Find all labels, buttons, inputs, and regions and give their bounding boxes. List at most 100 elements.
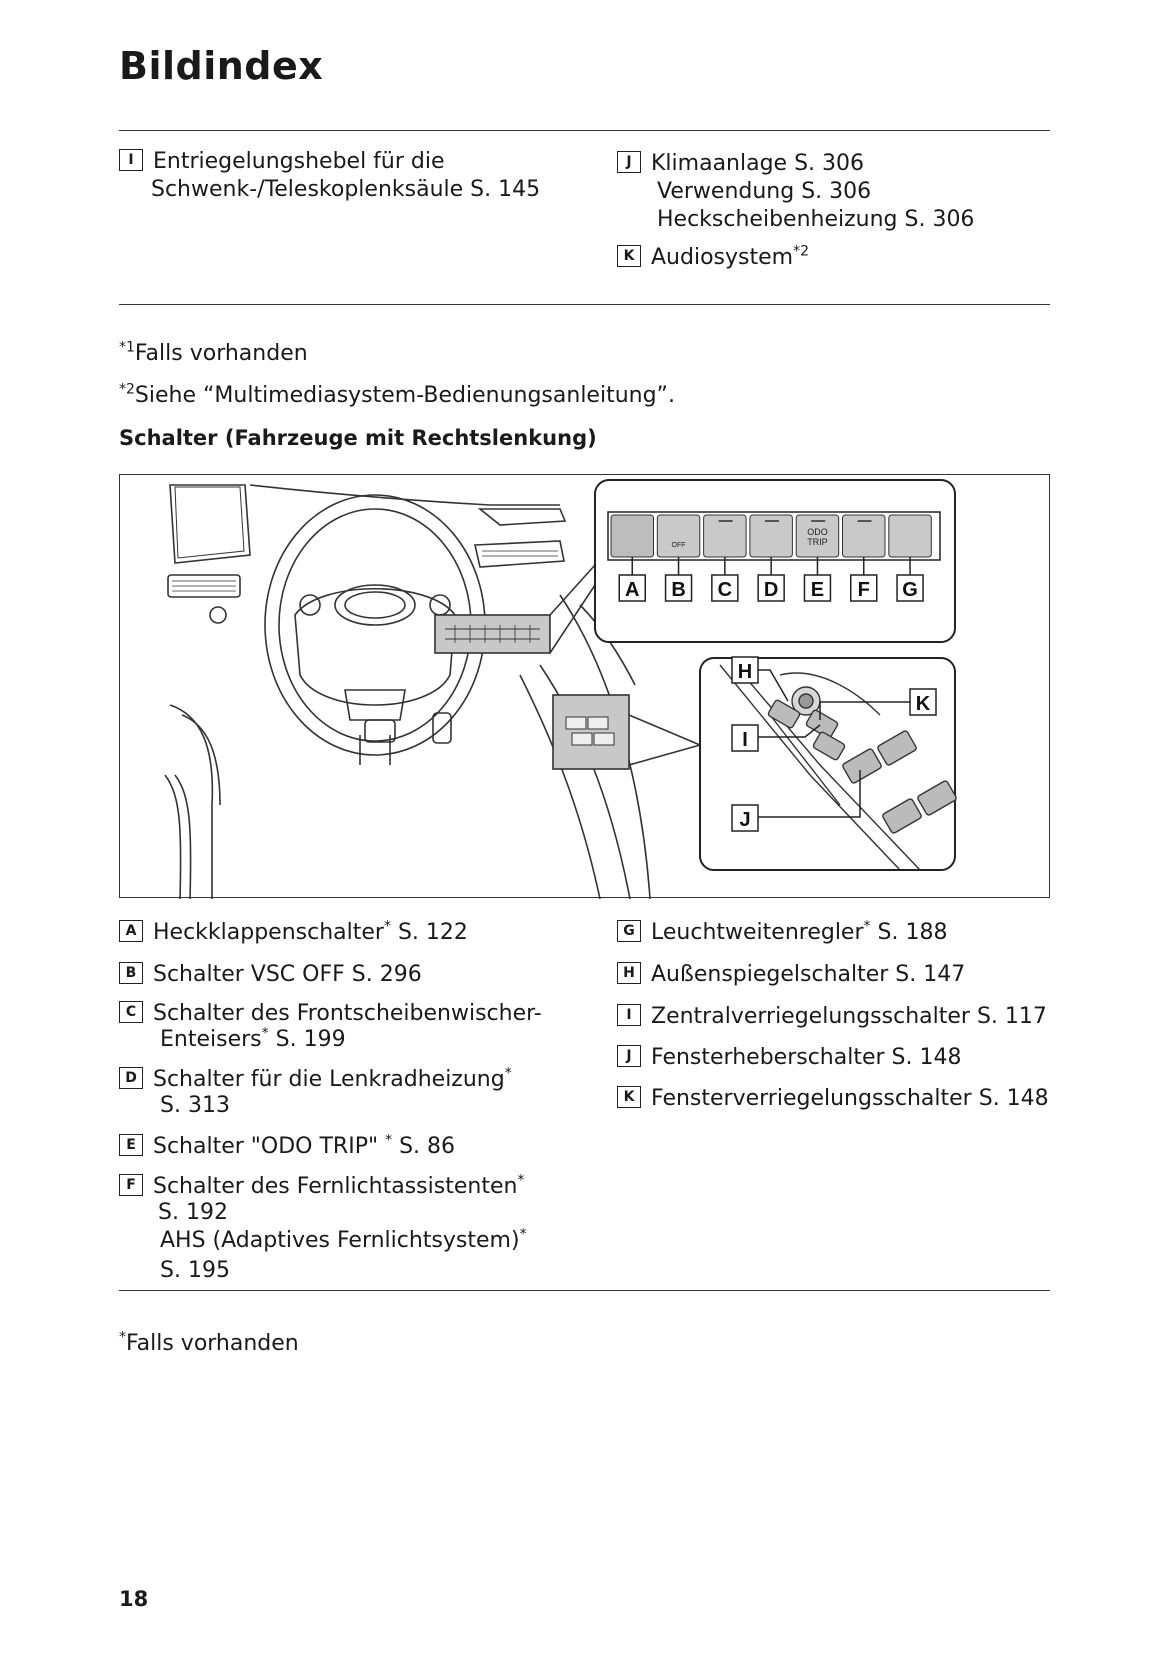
legend-c-line2: Enteisers* S. 199 — [160, 1026, 346, 1054]
callout-label-e: E — [811, 579, 824, 601]
page-title: Bildindex — [119, 44, 324, 88]
legend-f-sup3: * — [519, 1226, 527, 1243]
switch-button-b — [656, 514, 701, 558]
legend-d-line2: S. 313 — [160, 1093, 230, 1118]
door-callout-label-j: J — [739, 809, 750, 831]
callout-label-b: B — [671, 579, 685, 601]
legend-d: D Schalter für die Lenkradheizung* — [119, 1066, 512, 1094]
legend-c: C Schalter des Frontscheibenwischer- — [119, 1000, 542, 1028]
legend-f-line3-text: AHS (Adaptives Fernlichtsystem) — [160, 1228, 520, 1253]
indicator-icon — [857, 520, 872, 522]
legend-e-text: Schalter "ODO TRIP" — [153, 1134, 386, 1159]
callout-label-f: F — [858, 579, 870, 601]
top-item-i-line1: Entriegelungshebel für die — [153, 149, 445, 174]
steering-logo — [334, 584, 416, 626]
vent-right — [474, 540, 565, 568]
callout-label-a: A — [625, 579, 639, 601]
legend-box-h: H — [617, 962, 641, 984]
legend-g-text: Leuchtweitenregler — [651, 920, 864, 945]
callout-label-c: C — [718, 579, 732, 601]
legend-d-sup: * — [504, 1065, 512, 1082]
callout-box-c — [711, 574, 739, 602]
footnote-text: Falls vorhanden — [126, 1331, 299, 1356]
note-2-mark: *2 — [119, 381, 135, 398]
bottom-divider — [119, 1290, 1050, 1291]
infotainment-screen — [169, 484, 251, 564]
door-callout-box-j — [731, 804, 759, 832]
door-callout-box-h — [731, 656, 759, 684]
legend-f-line1: Schalter des Fernlichtassistenten — [153, 1174, 518, 1199]
door-callout-box-k — [909, 688, 937, 716]
footnote: *Falls vorhanden — [119, 1330, 299, 1358]
knob — [209, 606, 227, 624]
top-item-j-line1: Klimaanlage S. 306 — [651, 151, 865, 176]
top-vent — [477, 508, 567, 526]
legend-k: K Fensterverriegelungsschalter S. 148 — [617, 1085, 1049, 1113]
legend-e-sup: * — [385, 1132, 393, 1149]
legend-j-text: Fensterheberschalter S. 148 — [651, 1045, 962, 1070]
legend-f-line3: AHS (Adaptives Fernlichtsystem)* — [160, 1227, 527, 1255]
legend-b: B Schalter VSC OFF S. 296 — [119, 961, 422, 989]
switch-button-a — [610, 514, 654, 558]
legend-c-line1: Schalter des Frontscheibenwischer- — [153, 1001, 542, 1026]
legend-box-c: C — [119, 1001, 143, 1023]
footnote-mark: * — [119, 1329, 126, 1346]
indicator-icon — [718, 520, 733, 522]
door-inset — [699, 657, 957, 871]
legend-box-f: F — [119, 1174, 143, 1196]
top-item-j-line3: Heckscheibenheizung S. 306 — [657, 207, 975, 232]
door-callout-label-k: K — [916, 693, 931, 715]
legend-f-line2: S. 192 — [158, 1200, 228, 1225]
switch-button-g — [888, 514, 932, 558]
note-1: *1Falls vorhanden — [119, 340, 308, 368]
callout-label-g: G — [902, 579, 918, 601]
button-icon-text: TRIP — [807, 537, 828, 547]
legend-box-e: E — [119, 1134, 143, 1156]
top-item-i-line2: Schwenk-/Teleskoplenksäule S. 145 — [151, 177, 541, 202]
callout-label-d: D — [764, 579, 778, 601]
legend-f-line4: S. 195 — [160, 1258, 230, 1283]
legend-box-i: I — [617, 1004, 641, 1026]
legend-j: J Fensterheberschalter S. 148 — [617, 1044, 961, 1072]
legend-box-j: J — [617, 1045, 641, 1067]
note-2: *2Siehe “Multimediasystem-Bedienungsanle… — [119, 382, 675, 410]
legend-c-page: S. 199 — [268, 1027, 346, 1052]
legend-a-sup: * — [383, 918, 391, 935]
legend-k-text: Fensterverriegelungsschalter S. 148 — [651, 1086, 1049, 1111]
legend-d-line1: Schalter für die Lenkradheizung — [153, 1067, 505, 1092]
legend-f: F Schalter des Fernlichtassistenten* — [119, 1173, 524, 1201]
legend-b-text: Schalter VSC OFF S. 296 — [153, 962, 422, 987]
button-icon-text: ODO — [807, 527, 828, 537]
accelerator-pedal — [432, 712, 452, 744]
legend-f-sup: * — [517, 1172, 525, 1189]
legend-g-page: S. 188 — [870, 920, 948, 945]
page-number: 18 — [119, 1587, 149, 1611]
second-divider — [119, 304, 1050, 305]
legend-a-text: Heckklappenschalter — [153, 920, 384, 945]
legend-box-k: K — [617, 1086, 641, 1108]
legend-h-text: Außenspiegelschalter S. 147 — [651, 962, 966, 987]
door-callout-label-h: H — [738, 661, 752, 683]
top-item-k-text: Audiosystem — [651, 245, 794, 270]
legend-box-b: B — [119, 962, 143, 984]
legend-c-sup: * — [261, 1025, 269, 1042]
label-box-k: K — [617, 245, 641, 267]
legend-box-a: A — [119, 920, 143, 942]
vent-left — [167, 574, 241, 598]
legend-c-line2-text: Enteisers — [160, 1027, 262, 1052]
legend-box-d: D — [119, 1067, 143, 1089]
switch-inset — [594, 479, 956, 643]
callout-box-a — [618, 574, 646, 602]
door-callout-label-i: I — [742, 729, 748, 751]
door-callout-box-i — [731, 724, 759, 752]
indicator-icon — [811, 520, 826, 522]
